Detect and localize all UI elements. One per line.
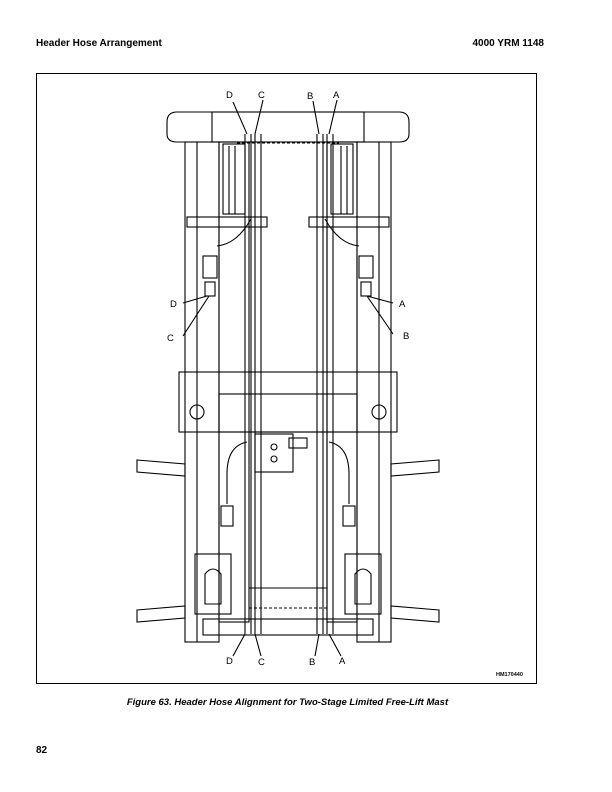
- document-number: 4000 YRM 1148: [472, 38, 544, 49]
- image-code: HM170440: [496, 672, 523, 678]
- left-lower-bracket: [194, 553, 232, 615]
- label-bottom-d: D: [226, 656, 233, 667]
- right-hose-clamp: [308, 216, 390, 228]
- page-number: 82: [36, 745, 48, 756]
- left-carriage-plate: [136, 459, 186, 477]
- left-hose-clamp: [186, 216, 268, 228]
- crosshead: [166, 111, 410, 143]
- label-bottom-a: A: [339, 656, 346, 667]
- right-lower-bracket: [344, 553, 382, 615]
- label-bottom-b: B: [309, 657, 315, 668]
- section-title: Header Hose Arrangement: [36, 38, 162, 49]
- left-inner-rail: [218, 141, 250, 623]
- label-right-b: B: [403, 331, 409, 342]
- label-bottom-c: C: [258, 657, 265, 668]
- label-top-a: A: [333, 90, 340, 101]
- figure-frame: D C B A D C A B D C B A HM170440: [36, 73, 537, 684]
- figure-caption: Figure 63. Header Hose Alignment for Two…: [126, 697, 449, 708]
- label-top-b: B: [307, 91, 313, 102]
- label-left-c: C: [167, 333, 174, 344]
- label-top-c: C: [258, 90, 265, 101]
- mast-illustration: D C B A D C A B D C B A HM170440: [136, 90, 523, 678]
- label-top-d: D: [226, 90, 233, 101]
- label-right-a: A: [399, 299, 406, 310]
- valve-block: [254, 433, 294, 473]
- label-left-d: D: [170, 299, 177, 310]
- right-carriage-plate: [390, 459, 440, 477]
- carriage-crossmember: [178, 371, 398, 433]
- crosshead-center: [211, 111, 365, 143]
